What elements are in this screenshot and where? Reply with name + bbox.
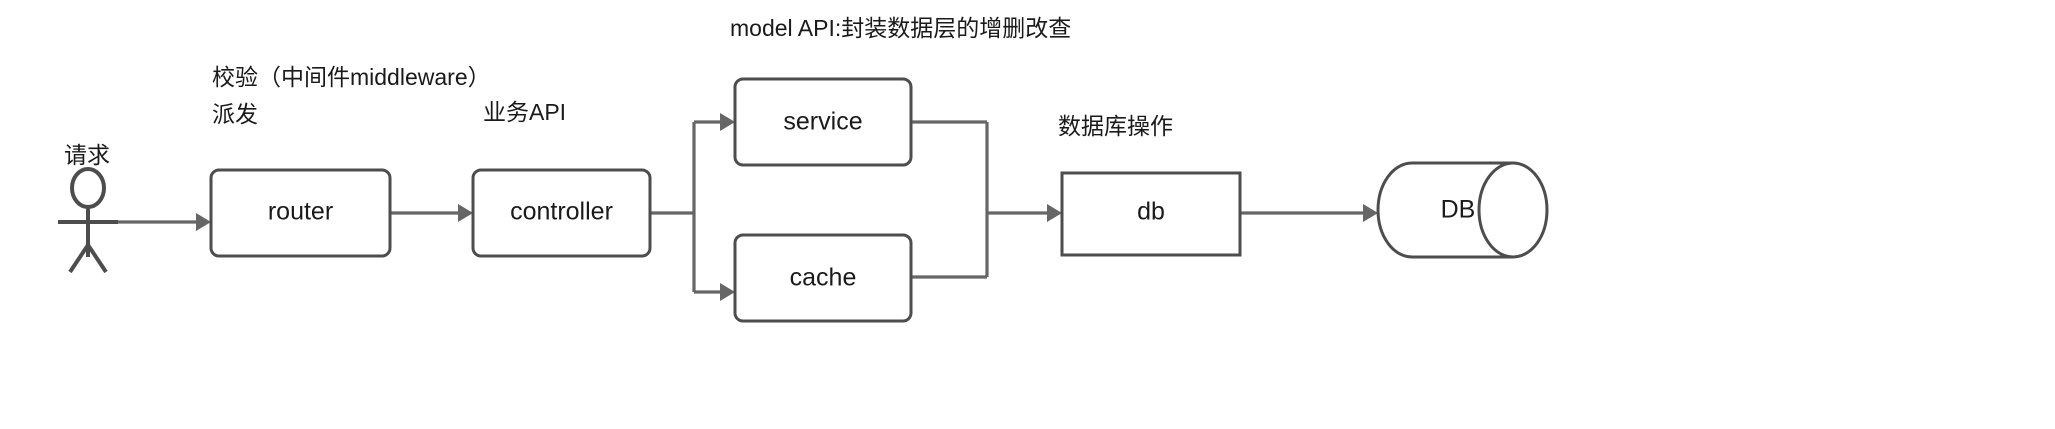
diagram-title: model API:封装数据层的增删改查 [730,15,1071,41]
actor-head-icon [70,167,106,209]
node-router[interactable]: router [209,168,392,258]
node-service-label: service [783,108,862,136]
node-database-cylinder[interactable]: DB [1376,161,1549,259]
node-router-label: router [268,198,333,226]
node-controller-label: controller [510,198,613,226]
edge-split-to-cache [694,283,735,301]
annotation-db-operation: 数据库操作 [1058,113,1173,139]
actor-legs-icon [68,241,108,274]
node-database-label: DB [1441,196,1476,224]
node-db-label: db [1137,198,1165,226]
cylinder-cap-icon [1477,161,1514,259]
node-service[interactable]: service [733,77,913,167]
node-cache-label: cache [790,264,857,292]
edge-merge-to-db [987,204,1062,222]
request-actor[interactable] [58,167,118,274]
node-controller[interactable]: controller [471,168,652,258]
annotation-middleware-line1: 校验（中间件middleware） [212,64,491,90]
edge-actor-to-router [114,213,211,231]
node-cache[interactable]: cache [733,233,913,323]
actor-label: 请求 [64,142,110,168]
edge-db-to-database [1240,204,1378,222]
edge-router-to-controller [390,204,473,222]
node-db[interactable]: db [1060,171,1242,257]
annotation-middleware-line2: 派发 [212,101,258,127]
annotation-business-api: 业务API [483,99,566,125]
edge-split-to-service [694,113,735,131]
